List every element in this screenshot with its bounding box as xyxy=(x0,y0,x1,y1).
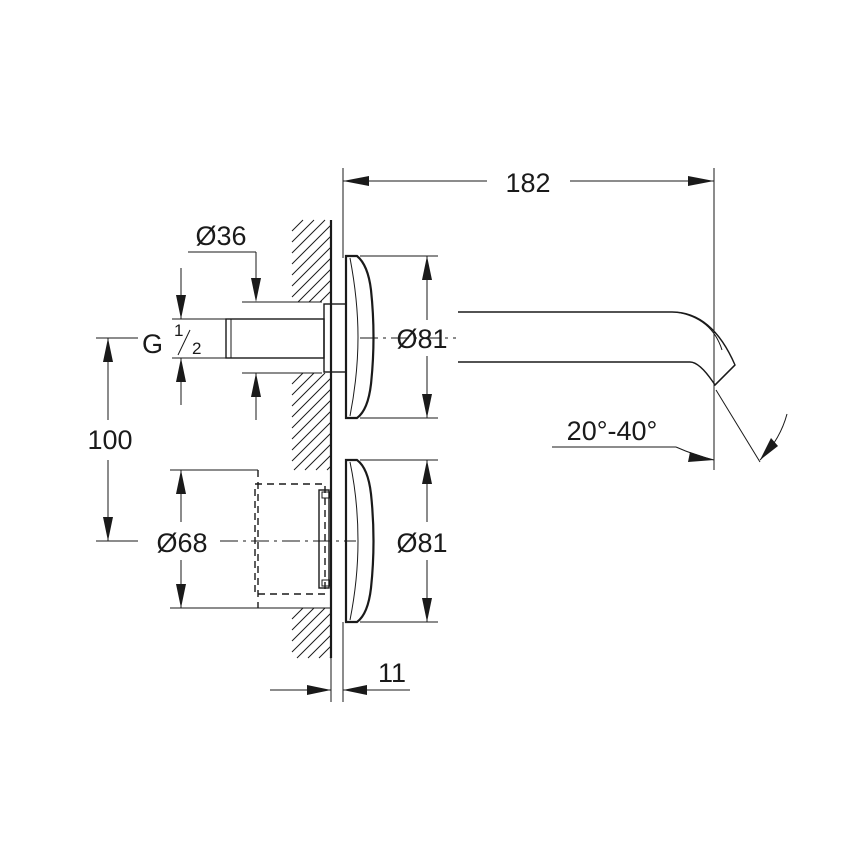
hatch-line xyxy=(304,443,332,471)
thread-denominator: 2 xyxy=(192,339,201,358)
dim-spout-angle: 20°-40° xyxy=(552,389,788,463)
dim-center-distance: 100 xyxy=(87,337,138,542)
hatch-line xyxy=(319,290,332,303)
hatch-line xyxy=(291,372,315,396)
hatch-line xyxy=(291,399,332,440)
upper-rosette xyxy=(344,254,375,420)
hatch-line xyxy=(296,623,332,659)
dim-wall-offset: 11 xyxy=(270,622,410,702)
hatch-line xyxy=(326,465,332,471)
upper-rosette-label: Ø81 xyxy=(396,324,447,354)
hatch-line xyxy=(291,219,326,254)
hatch-line xyxy=(291,372,304,385)
hatch-line xyxy=(293,432,332,471)
hatch-line xyxy=(297,268,332,303)
dim-thread: G 1 2 xyxy=(142,268,226,405)
hatch-line xyxy=(291,607,304,620)
lower-rosette-label: Ø81 xyxy=(396,528,447,558)
overall-length-label: 182 xyxy=(505,168,550,198)
hatch-line xyxy=(291,224,332,265)
hatch-line xyxy=(291,257,332,298)
hatch-line xyxy=(291,246,332,287)
wall-section xyxy=(291,219,333,659)
spout xyxy=(458,311,736,387)
hatch-line xyxy=(291,421,332,462)
supply-pipe xyxy=(225,303,347,373)
wall-offset-label: 11 xyxy=(378,658,406,688)
spout-angle-label: 20°-40° xyxy=(567,416,658,446)
center-distance-label: 100 xyxy=(87,425,132,455)
dim-lower-rosette: Ø81 xyxy=(360,459,448,623)
hatch-line xyxy=(308,279,332,303)
hatch-line xyxy=(315,454,332,471)
hatch-line xyxy=(291,410,332,451)
hatch-line xyxy=(318,645,332,659)
pipe-diameter-label: Ø36 xyxy=(195,221,246,251)
dim-overall-length: 182 xyxy=(342,168,715,470)
hatch-line xyxy=(291,612,332,653)
dim-pipe-diameter: Ø36 xyxy=(188,221,322,420)
body-diameter-label: Ø68 xyxy=(156,528,207,558)
hatch-line xyxy=(291,388,332,429)
hatch-line xyxy=(291,235,332,276)
hatch-line xyxy=(291,219,315,243)
thread-numerator: 1 xyxy=(174,321,183,340)
hatch-line xyxy=(307,634,332,659)
hatch-line xyxy=(291,372,326,407)
thread-letter: G xyxy=(142,329,163,359)
wall-hatching xyxy=(291,219,332,659)
hatch-line xyxy=(329,656,332,659)
hatch-line xyxy=(291,607,326,642)
dim-body-diameter: Ø68 xyxy=(156,469,330,609)
dim-upper-rosette: Ø81 xyxy=(360,255,448,419)
hatch-line xyxy=(291,607,315,631)
hatch-line xyxy=(291,377,332,418)
hatch-line xyxy=(291,219,304,232)
lower-body xyxy=(254,470,331,608)
